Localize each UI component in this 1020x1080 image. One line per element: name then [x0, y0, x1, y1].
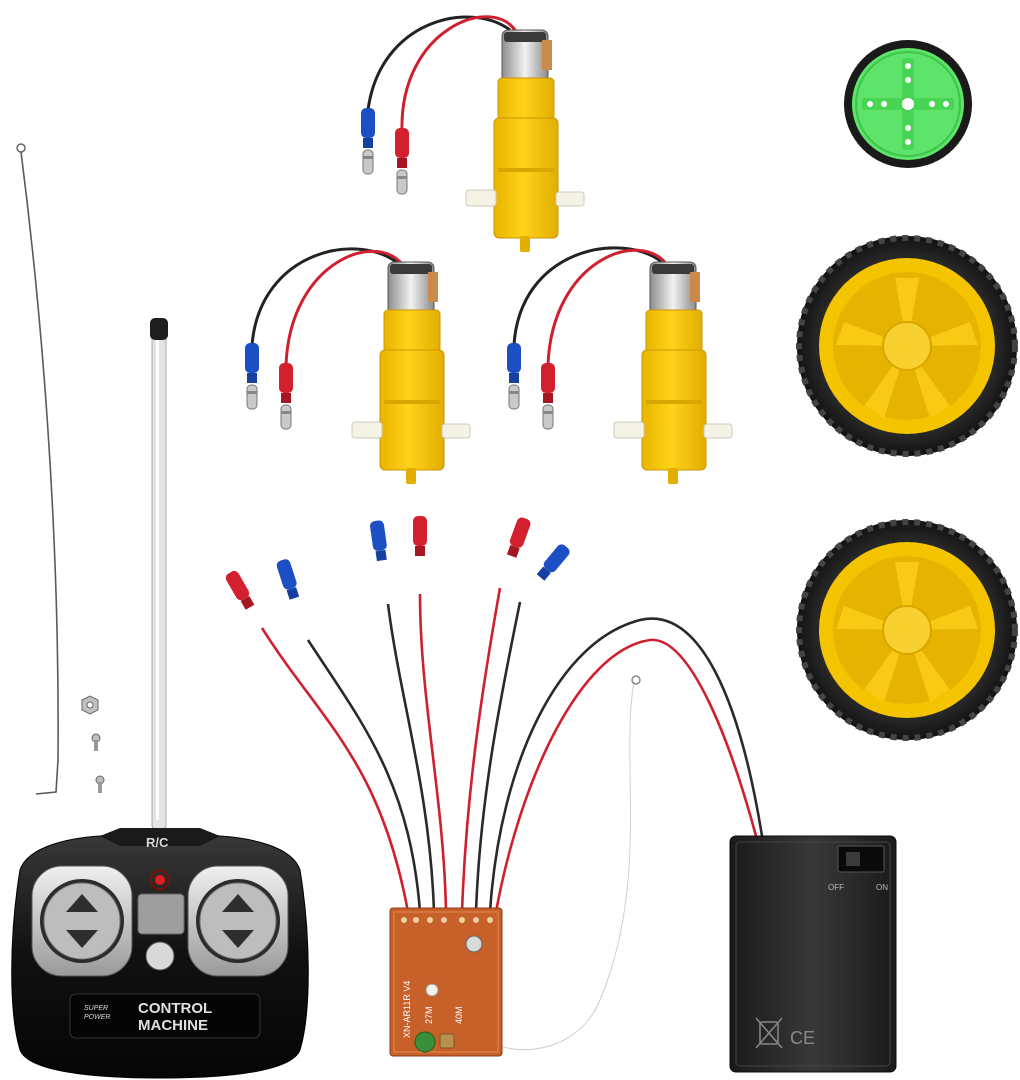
wheel — [844, 40, 972, 168]
remote-brand-label: R/C — [146, 835, 169, 850]
super-label: SUPER — [84, 1005, 108, 1012]
ce-mark: CE — [790, 1028, 815, 1048]
battery-box: OFF ON CE — [729, 835, 897, 1073]
switch-off-label: OFF — [828, 883, 844, 892]
geared-motor — [361, 15, 585, 253]
screw — [95, 775, 105, 793]
tire — [796, 519, 1018, 741]
screw — [91, 733, 101, 751]
switch-on-label: ON — [876, 883, 888, 892]
remote-control: R/C SUPER POWER CONTROL MACHINE — [11, 828, 309, 1079]
antenna-rod — [150, 318, 168, 831]
antenna-wire — [16, 143, 59, 795]
nut — [81, 695, 99, 715]
board-model-label: XN-AR11R V4 — [402, 981, 412, 1038]
geared-motor — [507, 246, 733, 485]
receiver-board: XN-AR11R V4 27M 40M — [389, 907, 503, 1057]
power-label: POWER — [84, 1014, 110, 1021]
receiver-terminal — [223, 516, 572, 611]
tire — [796, 235, 1018, 457]
freq-27-label: 27M — [424, 1006, 434, 1024]
geared-motor — [245, 247, 471, 485]
machine-label: MACHINE — [138, 1017, 208, 1034]
freq-40-label: 40M — [454, 1006, 464, 1024]
control-label: CONTROL — [138, 1000, 212, 1017]
receiver-wires — [260, 587, 764, 1052]
weee-bin-icon — [755, 1017, 783, 1049]
